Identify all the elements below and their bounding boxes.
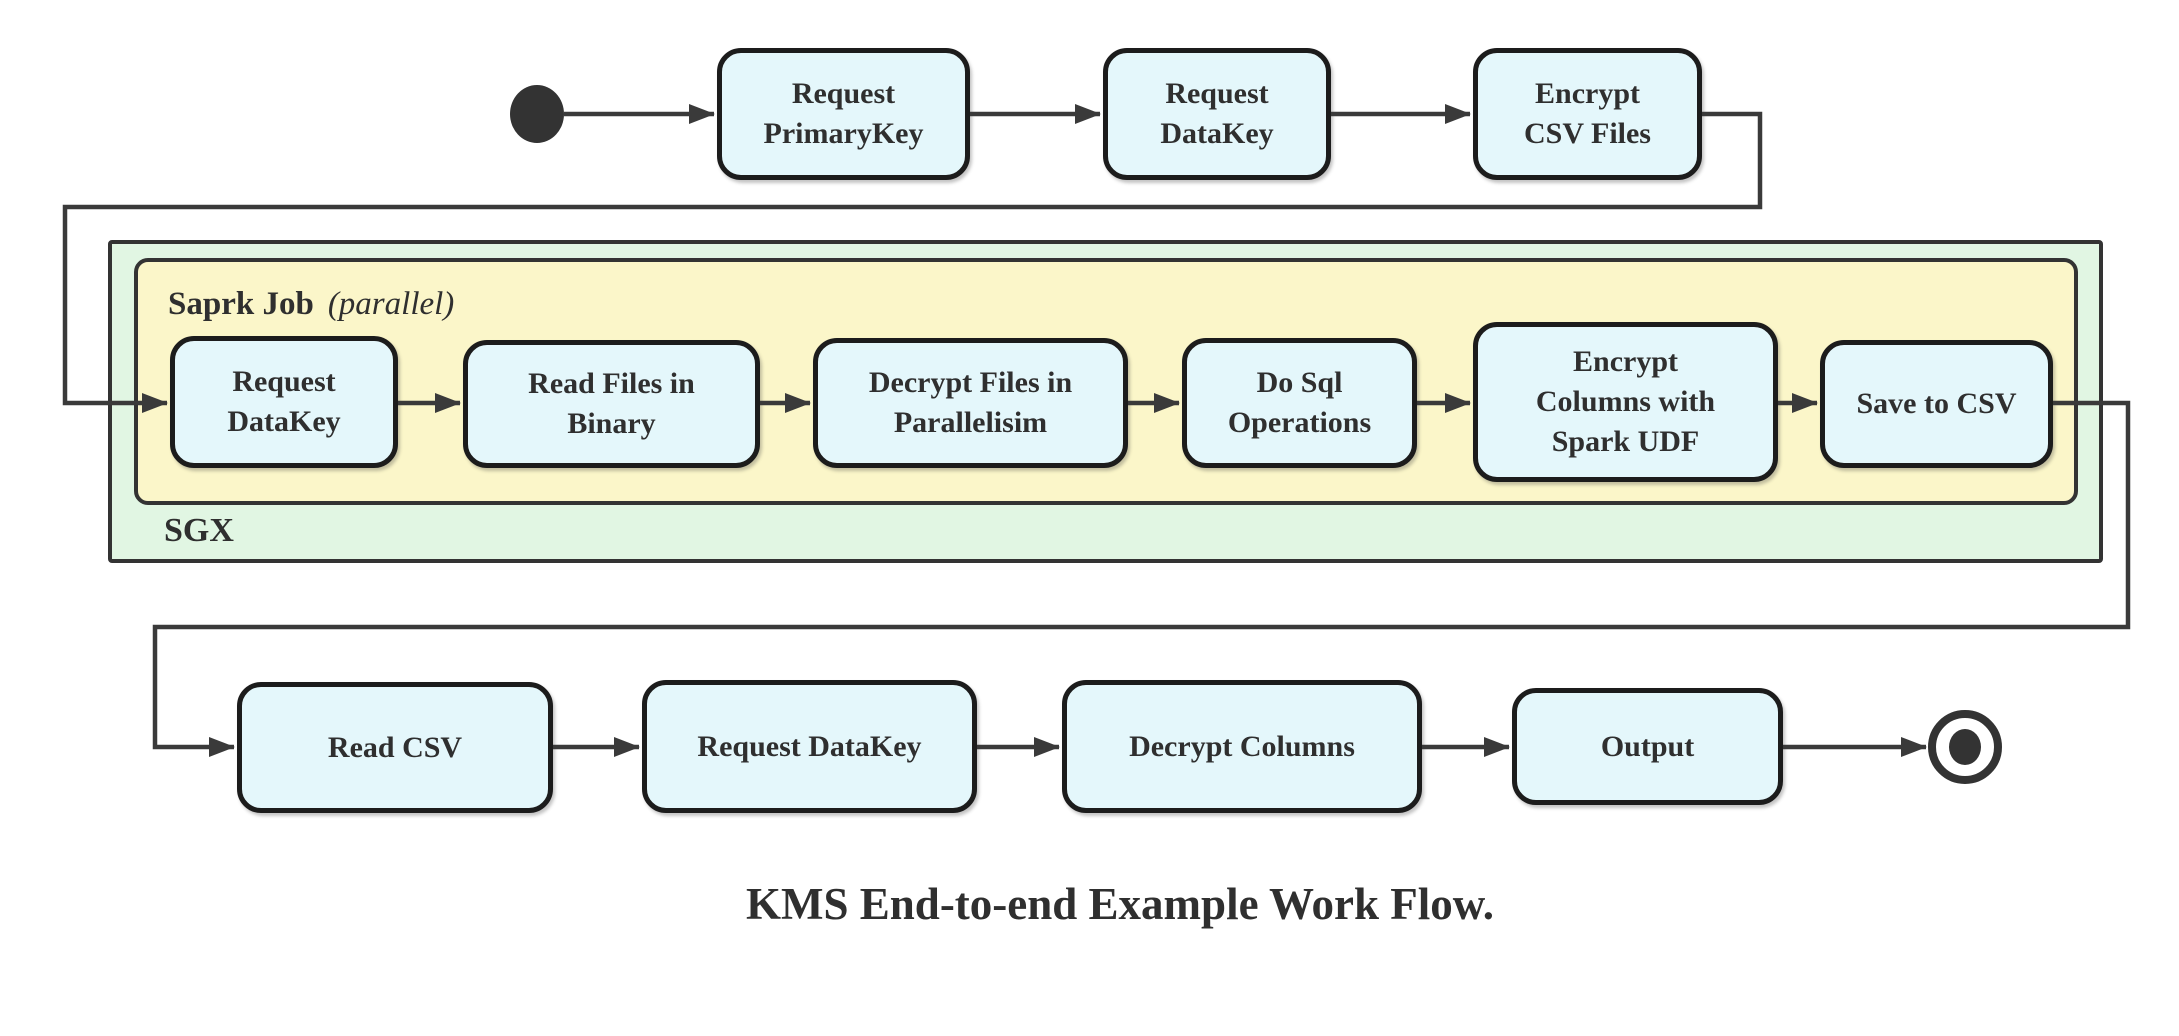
activity-label-line: Do Sql [1256, 366, 1343, 399]
activity-label-line: Request [791, 77, 896, 110]
activity-read-files-in-binary: Read Files in Binary [463, 340, 760, 468]
activity-read-csv: Read CSV [237, 682, 553, 813]
activity-label-line: Parallelisim [893, 406, 1048, 439]
start-state-icon [510, 85, 564, 143]
activity-label-line: Binary [567, 407, 656, 440]
activity-decrypt-columns: Decrypt Columns [1062, 680, 1422, 813]
activity-label-line: Spark UDF [1551, 425, 1700, 458]
activity-request-datakey-top: Request DataKey [1103, 48, 1331, 180]
activity-request-datakey-sgx: Request DataKey [170, 336, 398, 468]
activity-label-line: CSV Files [1524, 117, 1651, 150]
activity-encrypt-columns-with-spark-udf: Encrypt Columns with Spark UDF [1473, 322, 1778, 482]
final-state-icon [1928, 710, 2002, 784]
activity-label-line: Operations [1227, 406, 1372, 439]
activity-label-line: Decrypt Columns [1129, 729, 1355, 763]
sgx-container-label: SGX [164, 512, 234, 549]
spark-job-parallel-annotation: (parallel) [327, 286, 455, 322]
spark-job-container-label: Saprk Job (parallel) [168, 286, 454, 323]
activity-decrypt-files-in-parallelisim: Decrypt Files in Parallelisim [813, 338, 1128, 468]
activity-encrypt-csv-files: Encrypt CSV Files [1473, 48, 1702, 180]
activity-request-datakey-bottom: Request DataKey [642, 680, 977, 813]
activity-label-line: Encrypt [1573, 345, 1678, 378]
activity-label-line: Read CSV [327, 730, 463, 764]
activity-do-sql-operations: Do Sql Operations [1182, 338, 1417, 468]
activity-save-to-csv: Save to CSV [1820, 340, 2053, 468]
activity-label-line: Read Files in [528, 367, 695, 400]
activity-output: Output [1512, 688, 1783, 805]
activity-label-line: PrimaryKey [763, 117, 924, 150]
activity-label-line: Request DataKey [697, 729, 922, 763]
activity-request-primarykey: Request PrimaryKey [717, 48, 970, 180]
activity-label-line: DataKey [227, 405, 341, 438]
spark-job-label-text: Saprk Job [168, 286, 314, 322]
activity-label-line: Save to CSV [1856, 387, 2017, 420]
activity-label-line: Output [1600, 729, 1695, 763]
activity-label-line: Columns with [1535, 385, 1716, 418]
diagram-title: KMS End-to-end Example Work Flow. [745, 879, 1495, 929]
activity-label-line: Encrypt [1535, 77, 1640, 110]
activity-label-line: Request [232, 365, 336, 398]
activity-label-line: Request [1165, 77, 1269, 110]
activity-label-line: DataKey [1160, 117, 1274, 150]
activity-label-line: Decrypt Files in [868, 366, 1073, 399]
